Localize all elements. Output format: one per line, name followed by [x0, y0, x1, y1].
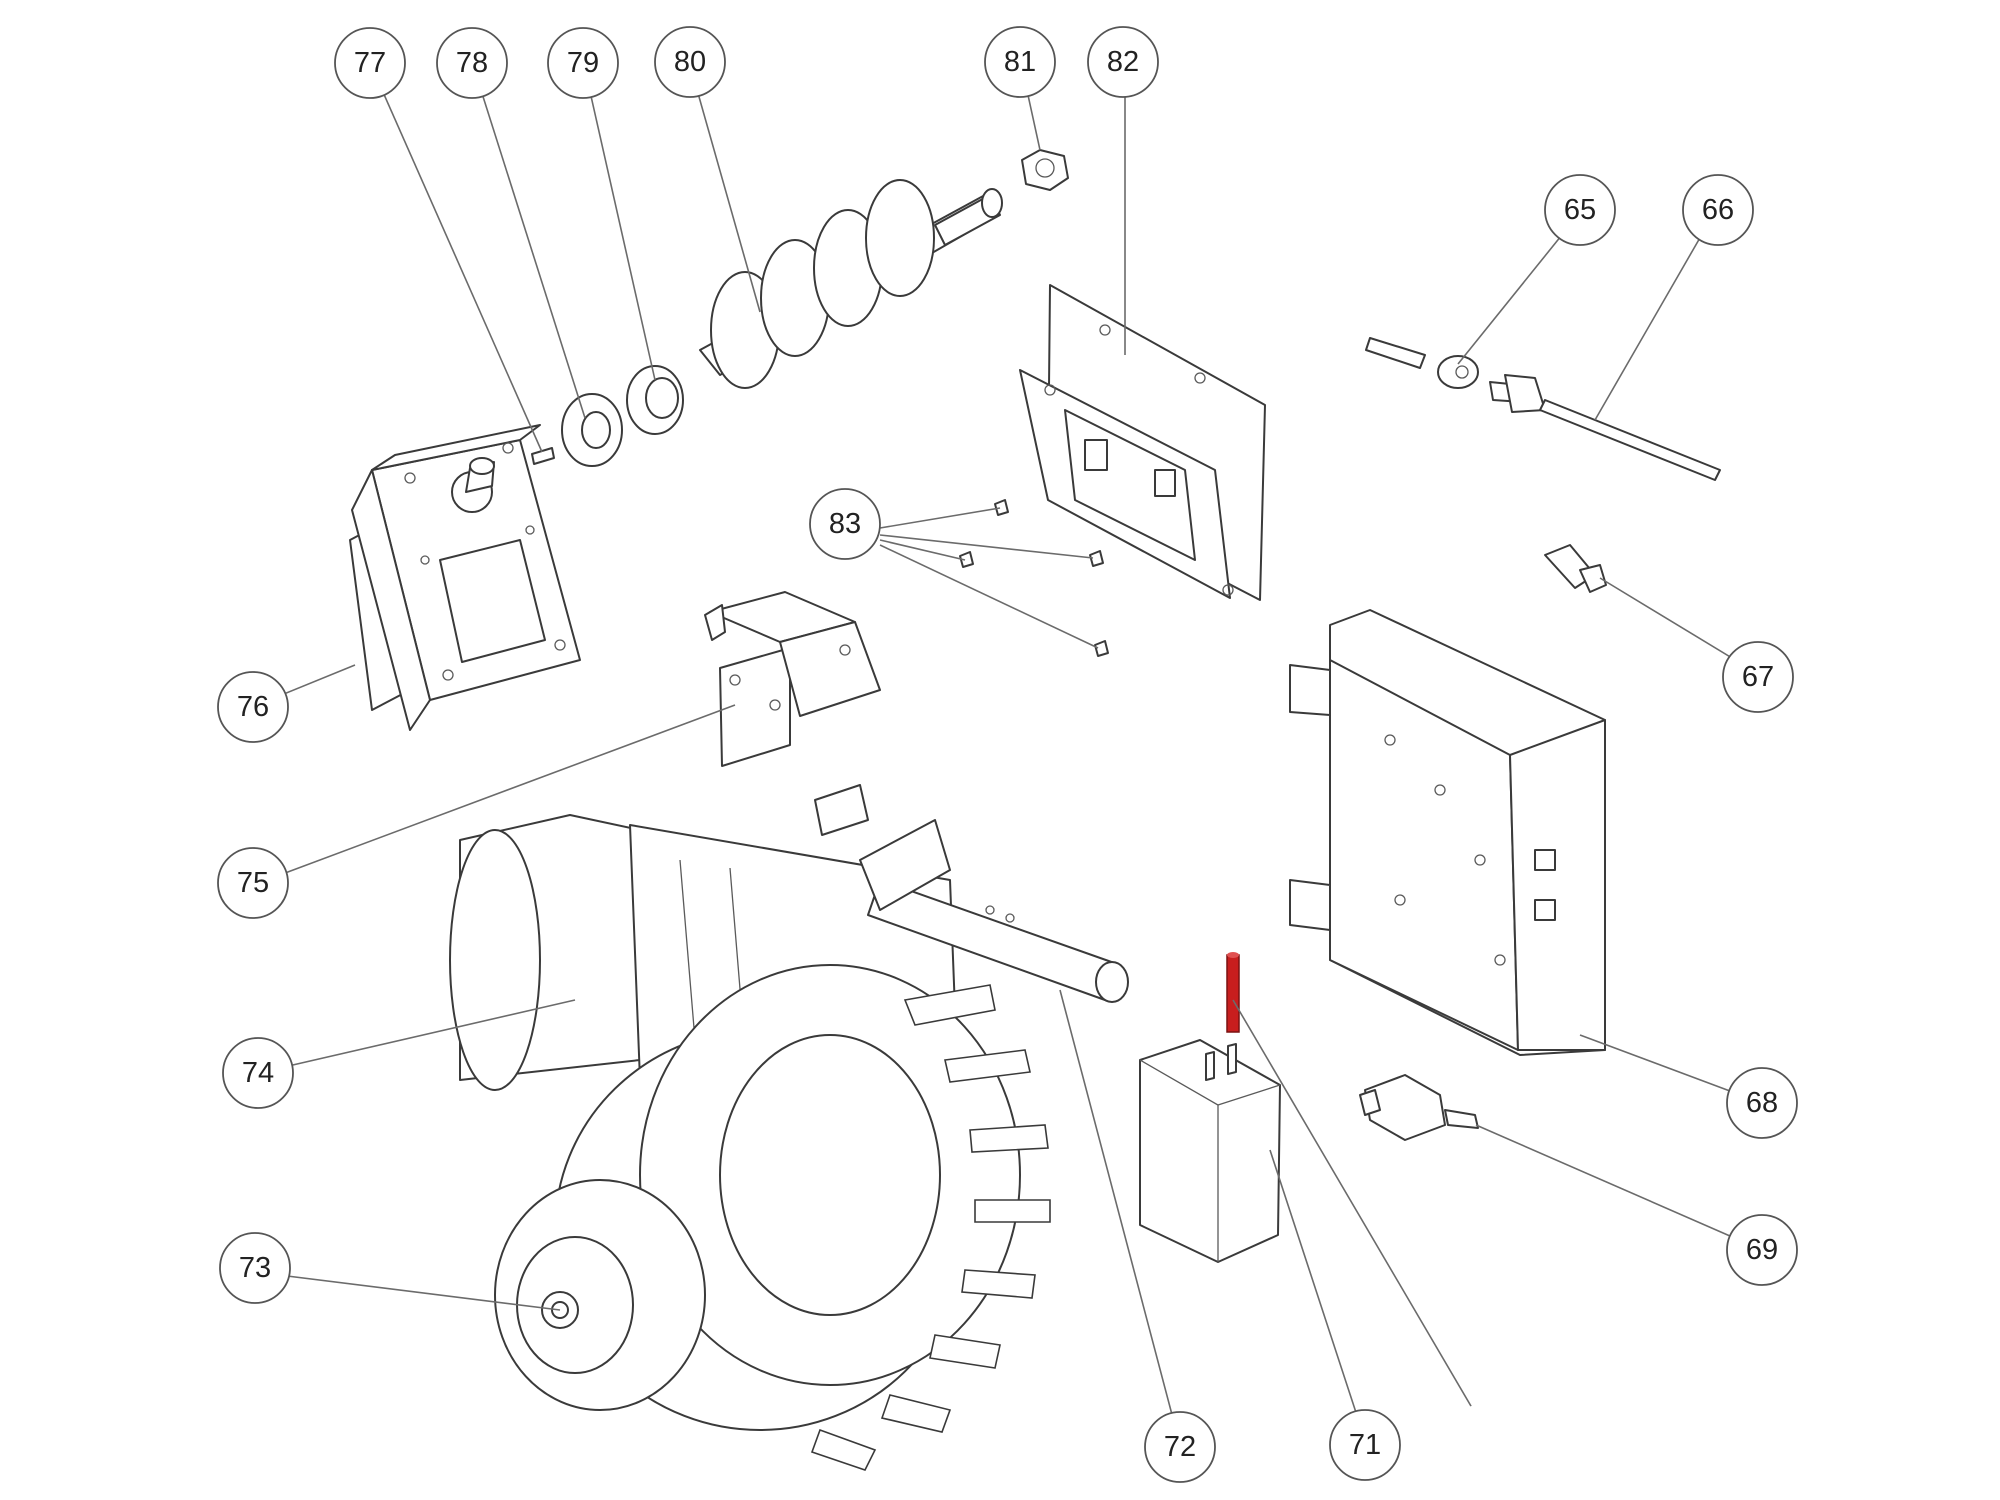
callout-81[interactable]: 81	[984, 26, 1056, 98]
callout-74-label: 74	[242, 1057, 274, 1089]
callout-69[interactable]: 69	[1726, 1214, 1798, 1286]
part-75-bracket[interactable]	[704, 591, 881, 767]
callout-70-label: 70	[1467, 1424, 1499, 1456]
callout-82[interactable]: 82	[1087, 26, 1159, 98]
part-67-connector[interactable]	[1544, 544, 1607, 593]
callout-72[interactable]: 72	[1144, 1411, 1216, 1483]
callout-65-label: 65	[1564, 194, 1596, 226]
callout-81-label: 81	[1004, 46, 1036, 78]
part-81-nut[interactable]	[1021, 149, 1069, 191]
callout-83[interactable]: 83	[809, 488, 881, 560]
part-83-screws[interactable]	[959, 499, 1109, 657]
callout-80[interactable]: 80	[654, 26, 726, 98]
part-73-blower[interactable]	[494, 964, 1051, 1471]
callout-75-label: 75	[237, 867, 269, 899]
part-70-pin[interactable]	[1226, 952, 1240, 1033]
callout-68-label: 68	[1746, 1087, 1778, 1119]
callout-77-label: 77	[354, 47, 386, 79]
callout-75[interactable]: 75	[217, 847, 289, 919]
callout-bubbles: 77 78 79 80 81 82 65 66 83 67 76 75 74 6…	[217, 26, 1798, 1483]
part-68-controller[interactable]	[1289, 609, 1606, 1056]
callout-71-label: 71	[1349, 1429, 1381, 1461]
callout-82-label: 82	[1107, 46, 1139, 78]
callout-68[interactable]: 68	[1726, 1067, 1798, 1139]
callout-67[interactable]: 67	[1722, 641, 1794, 713]
callout-71[interactable]: 71	[1329, 1409, 1401, 1481]
part-77-set-screw[interactable]	[531, 447, 555, 465]
callout-74[interactable]: 74	[222, 1037, 294, 1109]
part-66-probe[interactable]	[1489, 374, 1721, 481]
callout-65[interactable]: 65	[1544, 174, 1616, 246]
callout-73-label: 73	[239, 1252, 271, 1284]
callout-83-label: 83	[829, 508, 861, 540]
part-65-cable-gland[interactable]	[1365, 337, 1479, 389]
callout-70[interactable]: 70	[1447, 1404, 1519, 1476]
callout-66-label: 66	[1702, 194, 1734, 226]
part-79-bushing[interactable]	[626, 365, 684, 435]
part-78-washer[interactable]	[561, 393, 623, 467]
leader-lines	[251, 62, 1763, 1446]
callout-78-label: 78	[456, 47, 488, 79]
part-69-sensor[interactable]	[1359, 1074, 1479, 1141]
part-71-pressure-switch[interactable]	[1139, 1039, 1281, 1263]
callout-76-label: 76	[237, 691, 269, 723]
callout-73[interactable]: 73	[219, 1232, 291, 1304]
part-72-igniter[interactable]	[814, 784, 1129, 1003]
part-82-board-cover[interactable]	[1019, 284, 1266, 601]
callout-79-label: 79	[567, 47, 599, 79]
callout-72-label: 72	[1164, 1431, 1196, 1463]
callout-66[interactable]: 66	[1682, 174, 1754, 246]
callout-77[interactable]: 77	[334, 27, 406, 99]
callout-76[interactable]: 76	[217, 671, 289, 743]
callout-67-label: 67	[1742, 661, 1774, 693]
part-76-gear-motor[interactable]	[349, 424, 581, 731]
callout-69-label: 69	[1746, 1234, 1778, 1266]
callout-80-label: 80	[674, 46, 706, 78]
callout-79[interactable]: 79	[547, 27, 619, 99]
callout-78[interactable]: 78	[436, 27, 508, 99]
part-80-auger[interactable]	[699, 179, 1003, 389]
